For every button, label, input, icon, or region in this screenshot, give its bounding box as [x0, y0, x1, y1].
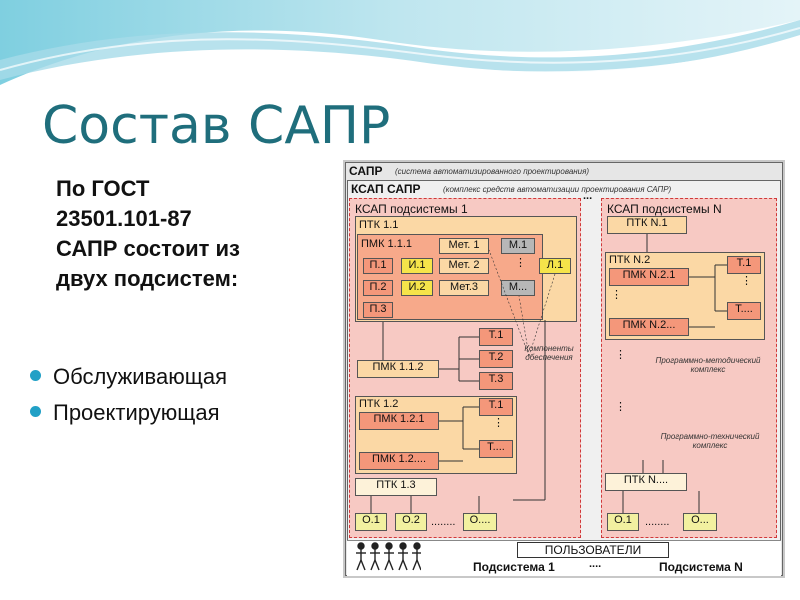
ptk-1-2-label: ПТК 1.2 — [359, 398, 399, 410]
ptk-1-1-label: ПТК 1.1 — [359, 219, 399, 231]
ellipsis: ........ — [645, 516, 670, 528]
connector-lines — [370, 234, 727, 513]
met-3-box: Мет.3 — [439, 280, 489, 296]
o-n-dots-box: О... — [683, 513, 717, 531]
vertical-ellipsis: ⋮ — [615, 401, 626, 413]
components-note: Компоненты обеспечения — [524, 344, 574, 362]
subtitle-line: САПР состоит из — [56, 236, 240, 261]
t-n-1-box: Т.1 — [727, 256, 761, 274]
subsystem-n-title: КСАП подсистемы N — [607, 202, 722, 216]
sapr-structure-diagram: САПР (система автоматизированного проект… — [343, 160, 785, 578]
ptk-n-dots-box: ПТК N.... — [605, 473, 687, 491]
o-2-box: О.2 — [395, 513, 427, 531]
pmk-1-1-2-box: ПМК 1.1.2 — [357, 360, 439, 378]
p-2-box: П.2 — [363, 280, 393, 296]
ptk-n-1-box: ПТК N.1 — [607, 216, 687, 234]
bullet-item: Проектирующая — [30, 400, 220, 426]
footer-subsystem-n: Подсистема N — [659, 560, 743, 574]
vertical-ellipsis: ⋮ — [741, 275, 752, 287]
sapr-description: (система автоматизированного проектирова… — [395, 167, 590, 176]
bullet-dot-icon — [30, 405, 41, 417]
ptk-n-2-label: ПТК N.2 — [609, 254, 651, 266]
ellipsis: ... — [583, 190, 593, 202]
footer-subsystem-1: Подсистема 1 — [473, 560, 555, 574]
method-complex-note: Программно-методический комплекс — [655, 356, 761, 374]
tech-complex-note: Программно-технический комплекс — [660, 432, 760, 450]
vertical-ellipsis: ⋮ — [493, 417, 504, 429]
o-dots-box: О.... — [463, 513, 497, 531]
m-dots-box: М... — [501, 280, 535, 296]
t-2-box: Т.2 — [479, 350, 513, 368]
page-title: Состав САПР — [42, 96, 391, 156]
vertical-ellipsis: ⋮ — [515, 257, 526, 269]
subtitle-line: двух подсистем: — [56, 266, 239, 291]
ellipsis: .... — [589, 558, 602, 570]
ellipsis: ........ — [431, 516, 456, 528]
vertical-ellipsis: ⋮ — [615, 349, 626, 361]
pmk-n-2-dots-box: ПМК N.2... — [609, 318, 689, 336]
t-3-box: Т.3 — [479, 372, 513, 390]
ksap-description: (комплекс средств автоматизации проектир… — [443, 185, 672, 194]
i-1-box: И.1 — [401, 258, 433, 274]
o-1-box: О.1 — [355, 513, 387, 531]
p-3-box: П.3 — [363, 302, 393, 318]
vertical-ellipsis: ⋮ — [611, 289, 622, 301]
met-2-box: Мет. 2 — [439, 258, 489, 274]
met-1-box: Мет. 1 — [439, 238, 489, 254]
bullet-dot-icon — [30, 369, 41, 381]
p-1-box: П.1 — [363, 258, 393, 274]
m-1-box: М.1 — [501, 238, 535, 254]
users-label: ПОЛЬЗОВАТЕЛИ — [517, 542, 669, 558]
sapr-label: САПР — [349, 164, 383, 178]
subsystem-1-title: КСАП подсистемы 1 — [355, 202, 468, 216]
subtitle-line: По ГОСТ — [56, 176, 150, 201]
bullet-text: Проектирующая — [53, 400, 220, 425]
pmk-n-2-1-box: ПМК N.2.1 — [609, 268, 689, 286]
o-n-1-box: О.1 — [607, 513, 639, 531]
subtitle-line: 23501.101-87 — [56, 206, 192, 231]
bullet-text: Обслуживающая — [53, 364, 227, 389]
bullet-item: Обслуживающая — [30, 364, 227, 390]
pmk-1-2-dots-box: ПМК 1.2.... — [359, 452, 439, 470]
pmk-1-1-1-label: ПМК 1.1.1 — [361, 238, 412, 250]
header-wave-decoration — [0, 0, 800, 110]
pmk-1-2-1-box: ПМК 1.2.1 — [359, 412, 439, 430]
i-2-box: И.2 — [401, 280, 433, 296]
t-n-dots-box: Т.... — [727, 302, 761, 320]
t-1-2-dots-box: Т.... — [479, 440, 513, 458]
t-1-box: Т.1 — [479, 328, 513, 346]
users-figures-icon — [356, 542, 421, 571]
ksap-label: КСАП САПР — [351, 182, 421, 196]
l-1-box: Л.1 — [539, 258, 571, 274]
t-1-2-1-box: Т.1 — [479, 398, 513, 416]
subtitle: По ГОСТ 23501.101-87 САПР состоит из дву… — [56, 174, 346, 294]
ptk-1-3-box: ПТК 1.3 — [355, 478, 437, 496]
